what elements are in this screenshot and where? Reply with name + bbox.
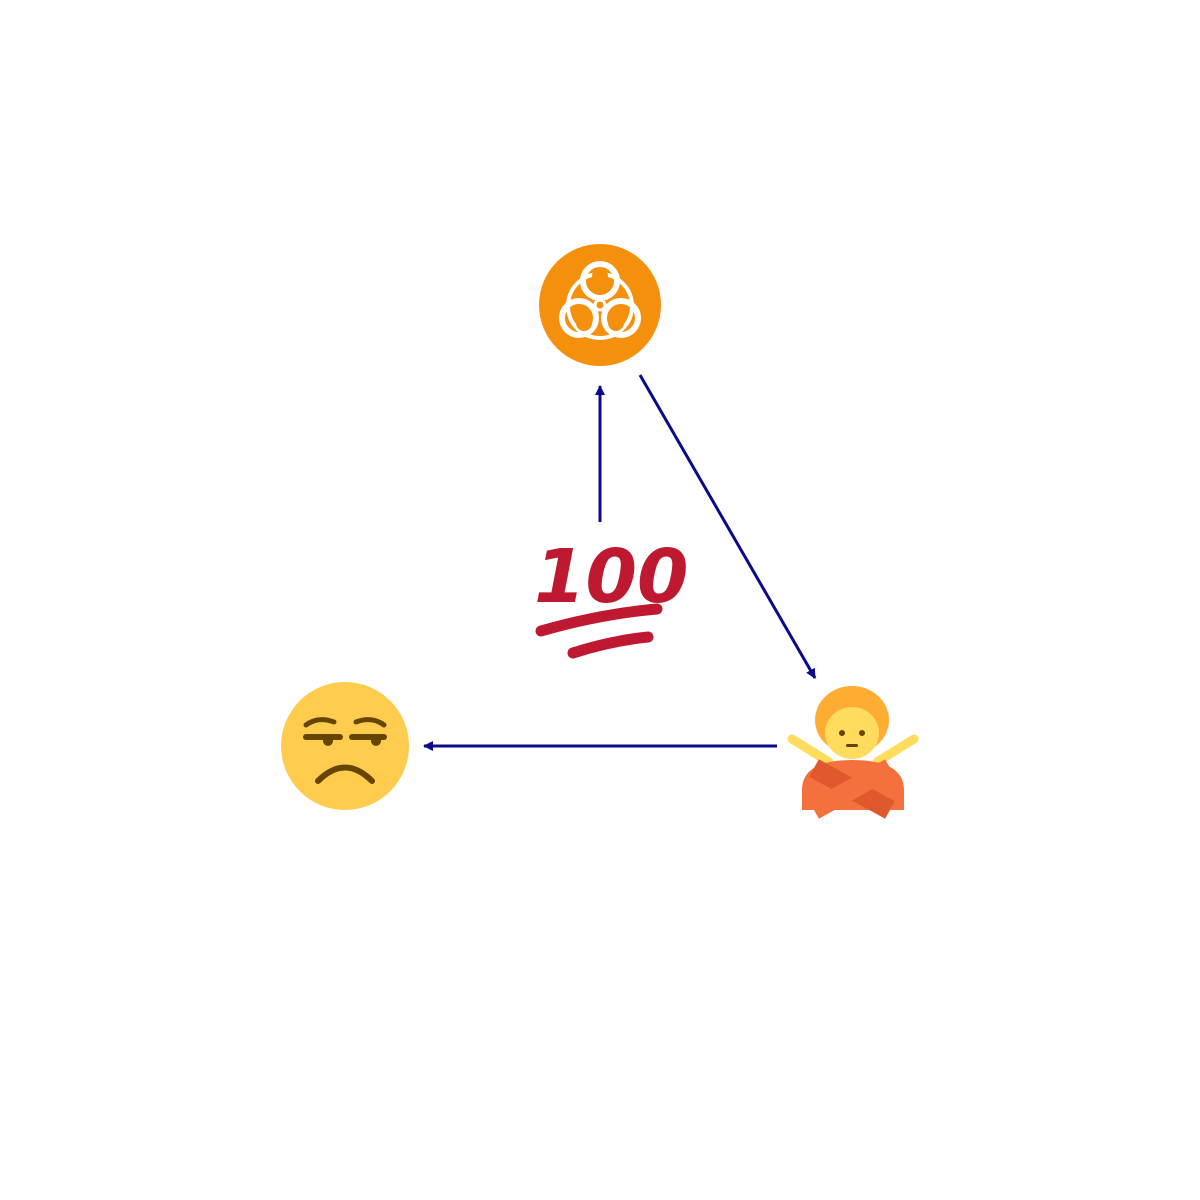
hundred-points-text: 100 xyxy=(534,534,688,620)
hundred-points-icon: 100 xyxy=(534,534,688,659)
person-gesturing-no-icon xyxy=(787,686,919,819)
unamused-face-icon xyxy=(281,682,409,810)
edge-biohazard-to-no-gesture xyxy=(638,374,817,679)
biohazard-icon xyxy=(539,244,661,366)
